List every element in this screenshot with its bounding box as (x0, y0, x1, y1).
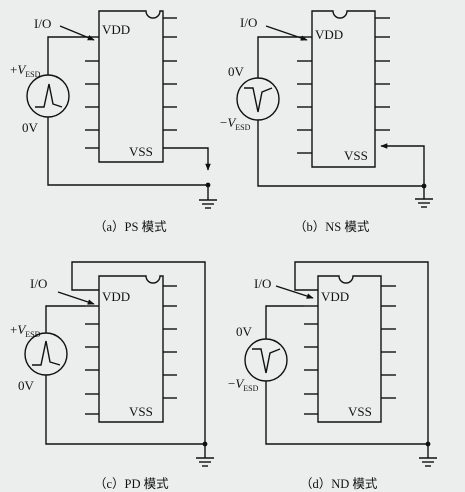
vss-wire (163, 147, 211, 171)
vss-label: VSS (129, 404, 153, 419)
pulse-negative-icon (244, 87, 273, 113)
io-arrow (265, 25, 308, 41)
ground-return-wire (45, 375, 206, 458)
pulse-negative-icon (252, 348, 281, 374)
ground-return-wire (47, 117, 208, 186)
panel-d-text: I/O VDD VSS 0V −VESD （d）ND 模式 (228, 276, 378, 491)
source-top-label: 0V (236, 324, 253, 339)
source-bottom-label: −VESD (220, 115, 251, 132)
ground-icon (419, 457, 437, 467)
junction-dot (202, 441, 208, 447)
io-arrow (59, 25, 95, 41)
ground-return-wire (257, 120, 425, 199)
source-top-label: +VESD (10, 62, 41, 79)
source-top-label: 0V (228, 64, 245, 79)
ground-icon (415, 198, 433, 208)
esd-source (236, 77, 280, 121)
io-label: I/O (240, 15, 257, 30)
ic-chip (304, 275, 396, 423)
pulse-positive-icon (35, 83, 63, 108)
esd-source (244, 338, 288, 382)
vdd-label: VDD (315, 27, 343, 42)
vss-wire (380, 143, 425, 186)
source-bottom-label: 0V (18, 378, 35, 393)
chip-pins (85, 285, 177, 415)
caption: （d）ND 模式 (300, 477, 378, 491)
chip-pins (304, 285, 396, 415)
io-wire (45, 305, 85, 333)
ground-icon (199, 199, 217, 209)
ic-chip (85, 275, 177, 423)
io-arrow (57, 291, 95, 305)
panel-a-text: I/O VDD VSS +VESD 0V （a）PS 模式 (10, 16, 167, 234)
vdd-label: VDD (102, 289, 130, 304)
junction-dot (205, 182, 211, 188)
caption: （c）PD 模式 (94, 477, 169, 491)
ground-icon (196, 457, 214, 467)
pulse-positive-icon (32, 340, 61, 366)
source-top-label: +VESD (10, 322, 41, 339)
ic-chip (297, 10, 390, 168)
vdd-wire (71, 261, 206, 444)
esd-source (26, 74, 70, 118)
caption: （a）PS 模式 (94, 220, 167, 234)
esd-source (24, 332, 68, 376)
panel-b-text: I/O VDD VSS 0V −VESD （b）NS 模式 (220, 15, 370, 234)
vdd-wire (294, 261, 429, 444)
vss-label: VSS (344, 148, 368, 163)
io-wire (265, 305, 304, 339)
io-label: I/O (30, 276, 47, 291)
source-bottom-label: −VESD (228, 376, 259, 393)
panel-c (24, 261, 214, 467)
chip-pins (297, 17, 390, 154)
io-wire (47, 36, 85, 75)
io-label: I/O (34, 16, 51, 31)
io-wire (257, 36, 297, 78)
panel-c-text: I/O VDD VSS +VESD 0V （c）PD 模式 (10, 276, 169, 491)
vss-label: VSS (129, 144, 153, 159)
io-label: I/O (254, 276, 271, 291)
io-arrow (275, 285, 314, 299)
junction-dot (421, 183, 427, 189)
vdd-label: VDD (102, 22, 130, 37)
panel-d (244, 261, 437, 467)
panel-a (26, 10, 217, 209)
chip-pins (85, 17, 177, 149)
caption: （b）NS 模式 (294, 220, 370, 234)
ground-return-wire (265, 381, 429, 458)
source-bottom-label: 0V (22, 120, 39, 135)
junction-dot (425, 441, 431, 447)
ic-chip (85, 10, 177, 163)
vss-label: VSS (348, 404, 372, 419)
vdd-label: VDD (321, 289, 349, 304)
panel-b (236, 10, 433, 208)
